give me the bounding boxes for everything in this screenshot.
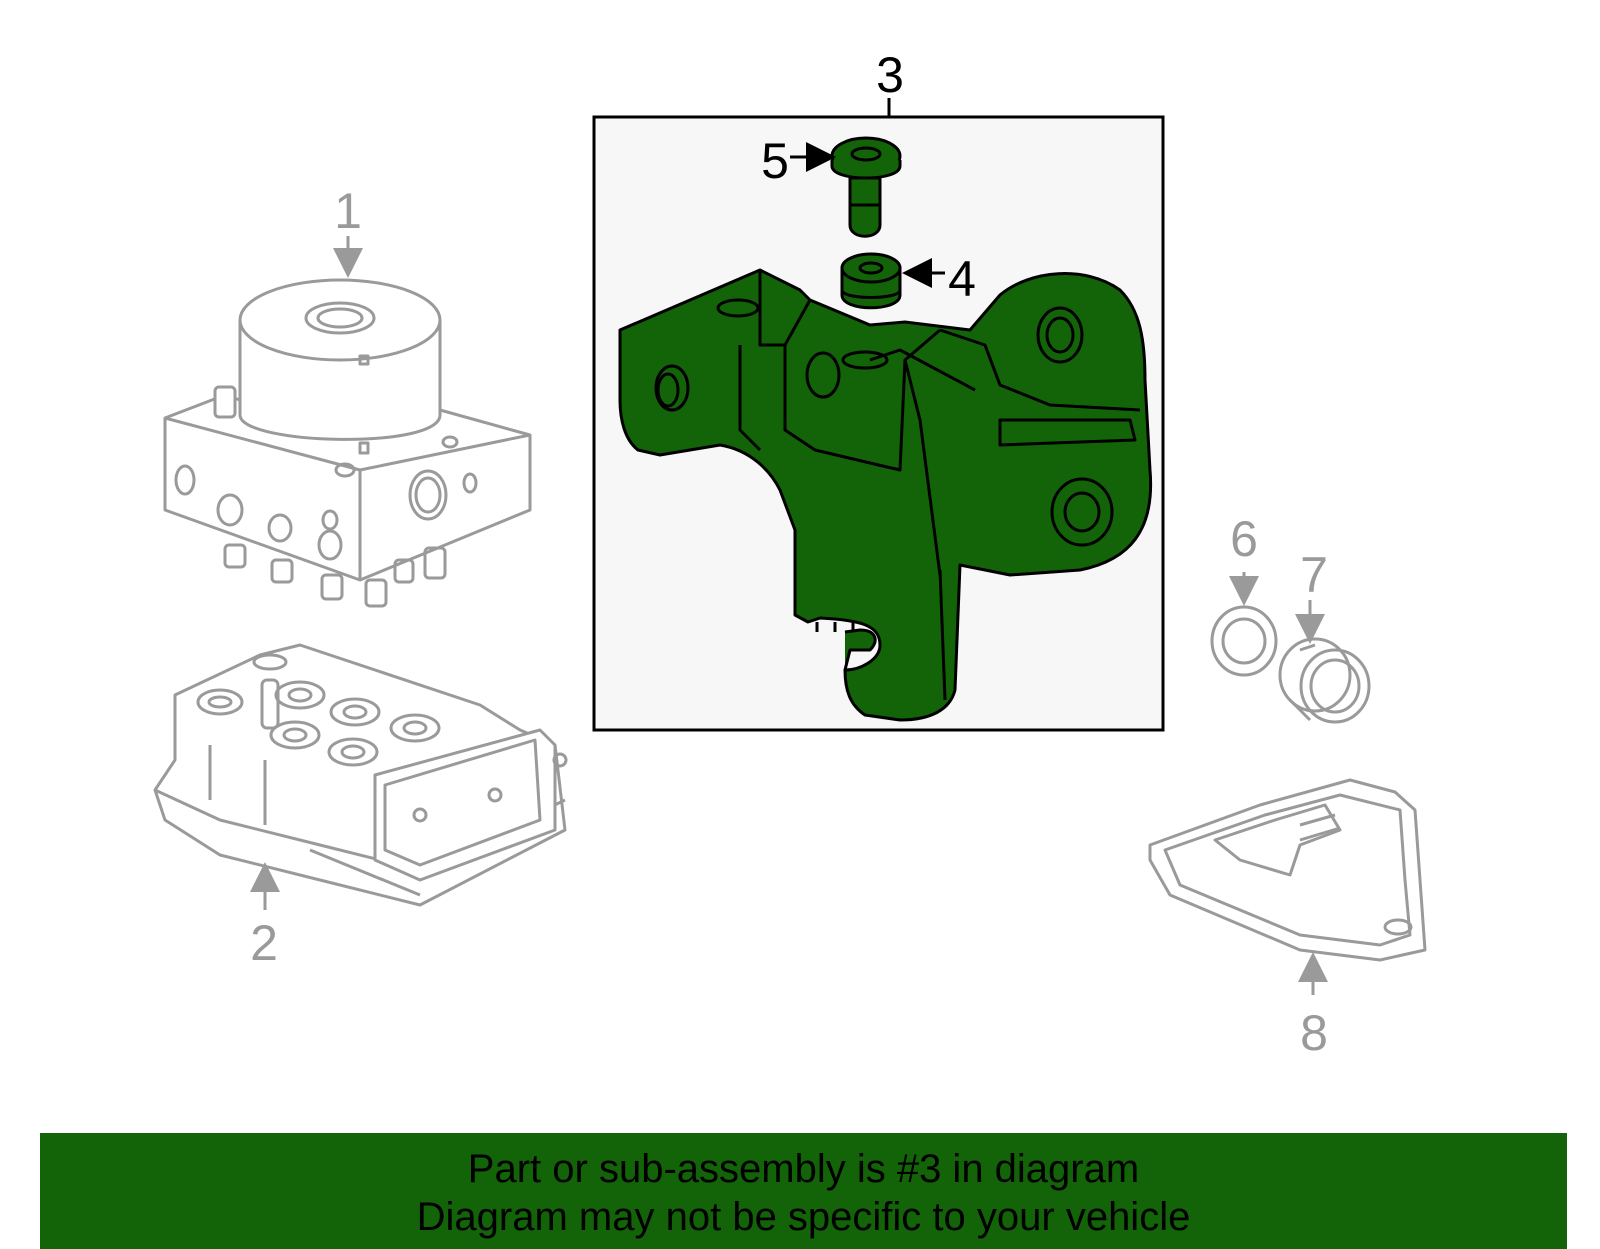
part-4-grommet[interactable] [840,252,902,310]
part-8-sensor[interactable] [1148,778,1427,962]
callout-6-label[interactable]: 6 [1230,511,1258,567]
part-1-abs-modulator[interactable] [163,278,532,608]
callout-4-label[interactable]: 4 [948,251,976,307]
part-5-bolt[interactable] [830,136,902,238]
banner-line-2: Diagram may not be specific to your vehi… [416,1195,1191,1239]
info-banner: Part or sub-assembly is #3 in diagram Di… [40,1133,1567,1249]
part-7-cap[interactable] [1278,637,1371,724]
callout-8-label[interactable]: 8 [1300,1005,1328,1061]
callout-1-label[interactable]: 1 [334,183,362,239]
callout-3-label[interactable]: 3 [876,47,904,103]
callout-7-label[interactable]: 7 [1300,547,1328,603]
part-6-washer[interactable] [1210,605,1278,677]
part-3-bracket[interactable] [618,268,1153,722]
callout-2-label[interactable]: 2 [250,915,278,971]
part-2-control-unit[interactable] [153,643,568,907]
callout-5-label[interactable]: 5 [761,133,789,189]
banner-line-1: Part or sub-assembly is #3 in diagram [467,1147,1140,1191]
